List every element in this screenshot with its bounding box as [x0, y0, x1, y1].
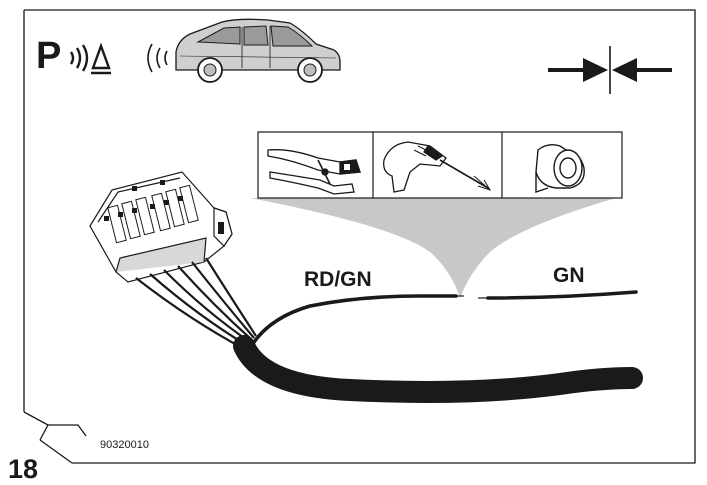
soldering-iron-icon: [383, 141, 492, 193]
sensor-waves-icon: [147, 43, 168, 73]
parking-sensor-symbol-icon: P: [36, 35, 111, 77]
diagram-frame: [23, 9, 696, 464]
process-funnel: [250, 198, 616, 298]
wire-rd-gn: [248, 294, 458, 350]
wire-label-rd-gn: RD/GN: [304, 268, 372, 291]
minivan-icon: [175, 18, 341, 83]
figure-code: 90320010: [100, 439, 149, 451]
cable-harness: [233, 335, 643, 403]
wire-stripper-icon: [267, 149, 361, 195]
step-number: 18: [8, 454, 38, 484]
svg-text:P: P: [36, 35, 61, 77]
wire-label-gn: GN: [553, 264, 585, 287]
wire-gn: [486, 290, 638, 300]
insulating-tape-roll-icon: [535, 143, 585, 193]
multi-pin-connector-icon: [89, 171, 233, 283]
arrows-pointing-to-line-icon: [548, 46, 672, 94]
page-corner-tab: [23, 411, 87, 464]
